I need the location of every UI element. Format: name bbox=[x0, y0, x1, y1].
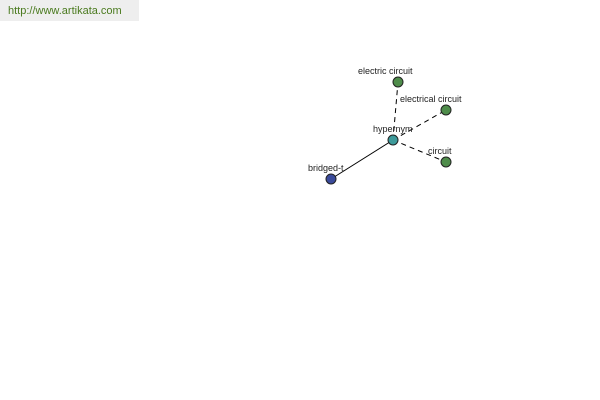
node-hypernym[interactable] bbox=[387, 134, 399, 146]
edge-hypernym-to-circuit bbox=[392, 139, 447, 163]
site-url-banner[interactable]: http://www.artikata.com bbox=[0, 0, 139, 21]
node-electrical-circuit[interactable] bbox=[440, 104, 452, 116]
label-hypernym: hypernym bbox=[373, 124, 413, 134]
label-bridged-t: bridged-t bbox=[308, 163, 344, 173]
edge-hypernym-to-electrical-circuit bbox=[392, 109, 447, 141]
node-electric-circuit[interactable] bbox=[392, 76, 404, 88]
node-circuit[interactable] bbox=[440, 156, 452, 168]
node-bridged-t[interactable] bbox=[325, 173, 337, 185]
label-circuit: circuit bbox=[428, 146, 452, 156]
label-electric-circuit: electric circuit bbox=[358, 66, 413, 76]
label-electrical-circuit: electrical circuit bbox=[400, 94, 462, 104]
edge-hypernym-to-electric-circuit bbox=[392, 81, 399, 141]
edge-bridged-t-to-hypernym bbox=[330, 139, 394, 180]
